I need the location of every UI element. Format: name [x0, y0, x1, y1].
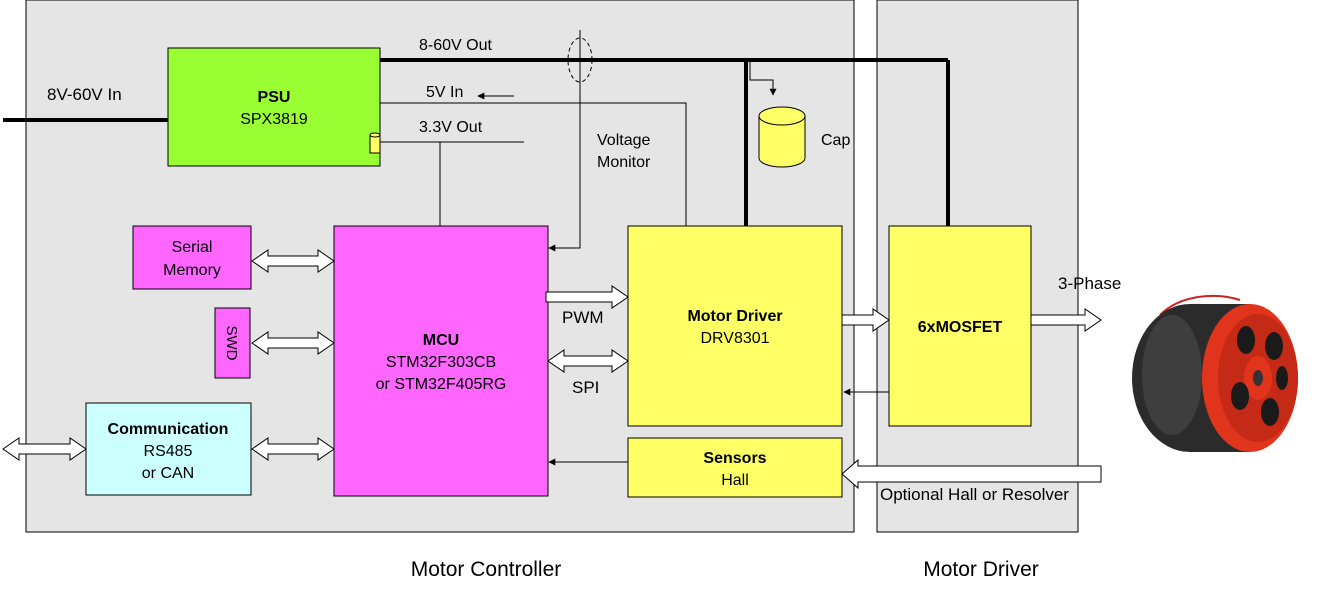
- serial-memory-bus-arrow: [251, 249, 335, 273]
- mosfet-block: [888, 225, 1032, 427]
- thin-wires: [380, 30, 889, 466]
- current-sense-loop: [567, 37, 593, 83]
- swd-block: [214, 307, 251, 379]
- sensors-type: Hall: [721, 472, 749, 489]
- sensors-block: [627, 437, 843, 498]
- motor-driver-part: DRV8301: [700, 330, 769, 347]
- swd-bus-arrow: [251, 331, 335, 355]
- hollow-arrows: [2, 249, 1102, 490]
- voltage-monitor-line1: Voltage: [597, 132, 650, 149]
- psu-small-cap-icon: [369, 132, 381, 154]
- in-5v-label: 5V In: [426, 84, 463, 101]
- out-8-60v-label: 8-60V Out: [419, 37, 492, 54]
- serial-memory-block: [132, 225, 252, 290]
- motor-driver-title: Motor Driver: [687, 308, 782, 325]
- brushless-motor-photo: [1126, 285, 1332, 477]
- communication-line2: or CAN: [142, 465, 194, 482]
- mcu-block: [333, 225, 549, 497]
- psu-title: PSU: [258, 89, 291, 106]
- communication-line1: RS485: [144, 443, 193, 460]
- mcu-line1: STM32F303CB: [386, 354, 496, 371]
- three-phase-arrow: [1030, 308, 1102, 332]
- mosfet-title: 6xMOSFET: [918, 319, 1003, 336]
- three-phase-label: 3-Phase: [1058, 274, 1121, 293]
- capacitor-icon: [758, 106, 806, 168]
- sensors-title: Sensors: [703, 450, 766, 467]
- out-3v3-label: 3.3V Out: [419, 119, 483, 136]
- spi-label: SPI: [572, 378, 599, 397]
- motor-controller-caption: Motor Controller: [411, 558, 562, 581]
- voltage-monitor-line2: Monitor: [597, 154, 651, 171]
- external-comm-arrow: [2, 437, 87, 461]
- power-rail: [3, 58, 950, 226]
- communication-bus-arrow: [251, 437, 335, 461]
- pwm-arrow: [545, 285, 629, 309]
- pwm-label: PWM: [562, 308, 604, 327]
- serial-memory-line1: Serial: [172, 239, 213, 256]
- spi-bus-arrow: [547, 349, 629, 373]
- hall-feedback-arrow: [841, 458, 1102, 490]
- psu-part: SPX3819: [240, 111, 308, 128]
- power-in-label: 8V-60V In: [47, 85, 122, 104]
- communication-title: Communication: [108, 421, 229, 438]
- mcu-title: MCU: [423, 332, 459, 349]
- motor-driver-block: [627, 225, 843, 427]
- optional-feedback-label: Optional Hall or Resolver: [880, 485, 1069, 504]
- serial-memory-line2: Memory: [163, 262, 221, 279]
- psu-block: [167, 47, 381, 167]
- mcu-line2: or STM32F405RG: [376, 376, 507, 393]
- communication-block: [85, 402, 252, 496]
- gate-drive-arrow: [841, 308, 890, 332]
- cap-label: Cap: [821, 132, 850, 149]
- swd-label: SWD: [223, 326, 240, 361]
- motor-driver-caption: Motor Driver: [923, 558, 1039, 581]
